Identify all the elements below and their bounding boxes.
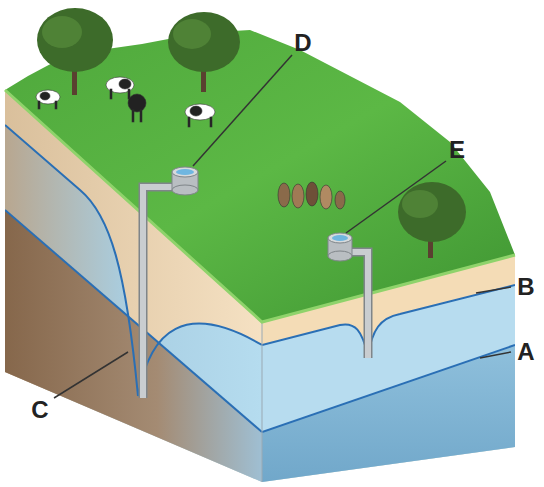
callout-letter: A	[517, 340, 534, 364]
grass-edge	[5, 90, 515, 322]
grass-surface	[5, 30, 515, 322]
well-d	[143, 167, 198, 398]
leader-lines	[54, 55, 511, 398]
tree	[37, 8, 113, 95]
callout-letter: C	[31, 398, 48, 422]
callout-letter: E	[449, 138, 465, 162]
callout-letter: B	[517, 275, 534, 299]
block-edge	[262, 322, 263, 482]
cows	[36, 77, 345, 209]
callout-letter: D	[294, 31, 311, 55]
well-e	[328, 233, 368, 358]
tree	[168, 12, 240, 92]
tree	[398, 182, 466, 258]
